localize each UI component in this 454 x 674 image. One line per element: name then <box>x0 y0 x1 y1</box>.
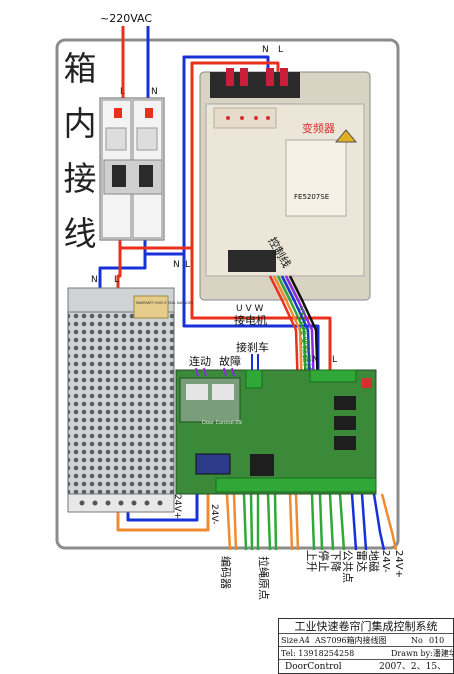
wire-common <box>338 493 346 551</box>
controller-board <box>175 369 377 495</box>
label-24v-plus: 24V+ <box>393 550 404 578</box>
circuit-breaker <box>99 97 165 241</box>
supply-voltage-label: ~220VAC <box>100 12 152 25</box>
enclosure-border <box>55 38 400 550</box>
label-down: 下降 <box>329 550 343 572</box>
company-text: DoorControl <box>285 662 342 672</box>
label-ground-magnet: 地磁 <box>367 550 380 572</box>
drawing-name: AS7096箱内接线图 <box>315 636 387 645</box>
wire-vfd-n <box>143 55 270 256</box>
vfd-motor-terminals: U V W <box>236 304 263 314</box>
psu-24v-minus-label: 24V- <box>209 504 219 524</box>
wire-24v-b <box>380 493 398 551</box>
box-title-char-3: 接 <box>64 159 97 198</box>
breaker-out-l-label: L <box>185 260 190 270</box>
label-stop: 停止 <box>317 550 331 572</box>
title-block-title: 工业快速卷帘门集成控制系统 <box>279 619 453 634</box>
vfd-input-l-label: L <box>278 45 283 55</box>
wire-ground <box>360 493 368 551</box>
wire-g2 <box>249 493 254 551</box>
wire-stop <box>318 493 324 551</box>
title-block-size-row: Size A4 AS7096箱内接线图 No 010 <box>279 634 453 647</box>
box-title-char-4: 线 <box>64 214 97 253</box>
label-up: 上升 <box>305 550 318 572</box>
wire-up <box>310 493 316 551</box>
title-block: 工业快速卷帘门集成控制系统 Size A4 AS7096箱内接线图 No 010… <box>278 618 454 674</box>
wire-pull-2 <box>273 493 278 551</box>
breaker-out-n-label: N <box>173 260 180 270</box>
wire-origin <box>288 493 294 551</box>
box-title-char-2: 内 <box>64 104 97 143</box>
vfd-motor-label: 接电机 <box>234 313 267 327</box>
label-24v-minus: 24V- <box>380 550 391 573</box>
controller-board-label: Door Control-09 <box>202 420 242 426</box>
ribbon-cable <box>268 275 320 391</box>
controller-l-label: L <box>332 355 337 365</box>
wire-g1 <box>242 493 248 551</box>
label-fault: 故障 <box>219 354 241 368</box>
wire-psu-n <box>98 254 147 290</box>
size-label: Size <box>281 636 298 645</box>
wire-24v-a <box>372 493 386 551</box>
wire-psu-l <box>116 248 122 290</box>
label-common: 公共点 <box>341 550 354 583</box>
wire-vfd-l <box>118 61 280 250</box>
psu-n-label: N <box>91 275 98 285</box>
wire-pull-1 <box>266 493 272 551</box>
vfd-model-label: FE5207SE <box>294 193 329 201</box>
label-radar: 雷达 <box>355 550 368 572</box>
psu-warranty-label: WARRANTY VOID IF SEAL DAMAGED <box>136 301 194 305</box>
no-label: No <box>411 636 423 645</box>
date-text: 2007、2、15、 <box>379 662 447 672</box>
wire-ctrl-n <box>182 254 320 378</box>
supply-n-label: N <box>151 87 158 97</box>
vfd-unit <box>199 68 371 301</box>
title-block-tel-row: Tel: 13918254258 Drawn by:潘建华 <box>279 647 453 660</box>
controller-n-label: N <box>312 355 319 365</box>
wire-encoder-2 <box>232 493 238 551</box>
label-encoder: 编码器 <box>219 556 233 589</box>
wire-ctrl-l <box>190 248 332 378</box>
label-pull-origin: 拉绳原点 <box>257 556 271 600</box>
wire-radar <box>350 493 358 551</box>
title-block-company-row: DoorControl 2007、2、15、 <box>279 660 453 674</box>
box-title: 箱 内 接 线 <box>64 49 97 253</box>
box-title-char-1: 箱 <box>64 49 97 88</box>
psu-24v-plus-label: 24V+ <box>172 494 182 519</box>
vfd-input-n-label: N <box>262 45 269 55</box>
power-supply <box>67 287 175 513</box>
vfd-brand-label: 变频器 <box>302 121 335 135</box>
wire-encoder-1 <box>225 493 232 551</box>
wire-down <box>328 493 335 551</box>
label-linkage: 连动 <box>189 355 211 368</box>
no-value: 010 <box>429 636 445 645</box>
size-value: A4 <box>299 636 310 645</box>
wire-origin-2 <box>294 493 300 551</box>
drawn-by-text: Drawn by:潘建华 <box>391 649 453 658</box>
label-brake: 接刹车 <box>236 340 269 354</box>
psu-l-label: L <box>114 275 119 285</box>
tel-text: Tel: 13918254258 <box>281 649 355 658</box>
